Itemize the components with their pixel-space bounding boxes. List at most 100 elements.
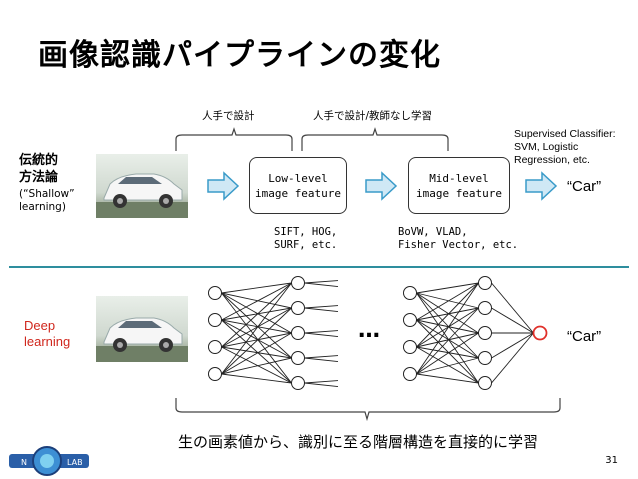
network-connection [221, 307, 292, 348]
network-connection [304, 280, 339, 284]
deep-caption: 生の画素値から、識別に至る階層構造を直接的に学習 [178, 433, 539, 451]
network-connection [221, 332, 292, 375]
network-connection [221, 282, 292, 348]
traditional-label-line1: 伝統的 [19, 153, 59, 168]
network-connection [221, 346, 292, 359]
traditional-label-sub2: learning) [19, 201, 66, 213]
network-connection [416, 307, 479, 348]
network-node [291, 276, 305, 290]
network-connection [491, 332, 534, 359]
arrow-2 [365, 171, 398, 201]
network-connection [416, 292, 479, 334]
network-connection [416, 292, 479, 359]
network-connection [304, 307, 339, 313]
network-connection [221, 346, 292, 384]
mid-level-box-line2: image feature [415, 186, 503, 200]
network-connection [491, 307, 534, 334]
low-level-feature-box: Low-level image feature [249, 157, 347, 214]
network-node [208, 340, 222, 354]
network-connection [221, 282, 292, 321]
network-node [291, 301, 305, 315]
network-connection [416, 319, 479, 384]
network-connection [304, 330, 339, 334]
brace-left-label: 人手で設計 [202, 110, 255, 122]
network-connection [221, 332, 292, 348]
network-connection [221, 282, 292, 294]
mid-level-box-line1: Mid-level [429, 171, 489, 185]
low-level-examples-line1: SIFT, HOG, [274, 226, 338, 238]
network-connection [416, 282, 479, 321]
network-node [291, 376, 305, 390]
network-connection [416, 292, 479, 309]
page-number: 31 [605, 455, 618, 466]
network-connection [221, 292, 292, 309]
network-connection [416, 282, 479, 375]
network-connection [221, 373, 292, 384]
slide-title: 画像認識パイプラインの変化 [38, 38, 441, 73]
mid-level-examples: BoVW, VLAD, Fisher Vector, etc. [398, 226, 518, 252]
low-level-examples-line2: SURF, etc. [274, 239, 338, 251]
traditional-label: 伝統的 方法論 (“Shallow” learning) [19, 152, 75, 214]
network-connection [416, 319, 479, 359]
network-connection [416, 307, 479, 375]
car-photo-bottom [96, 296, 188, 362]
car-icon [96, 173, 188, 218]
network-connection [221, 292, 292, 334]
network-connection [221, 319, 292, 334]
network-connection [304, 357, 339, 363]
network-connection [304, 282, 339, 288]
arrow-3 [525, 171, 558, 201]
network-connection [491, 282, 534, 334]
network-node [291, 351, 305, 365]
arrow-1 [207, 171, 240, 201]
network-connection [416, 292, 479, 384]
brace-right-label: 人手で設計/教師なし学習 [313, 110, 433, 122]
network-node [403, 313, 417, 327]
network-ellipsis: … [358, 318, 380, 343]
network-connection [221, 282, 292, 375]
classifier-line1: Supervised Classifier: [514, 128, 616, 140]
section-divider [9, 266, 629, 268]
network-connection [221, 307, 292, 375]
classifier-line3: Regression, etc. [514, 154, 590, 166]
network-connection [221, 357, 292, 375]
network-connection [221, 319, 292, 384]
logo-text-right: LAB [67, 458, 83, 467]
network-node [478, 376, 492, 390]
classifier-line2: SVM, Logistic [514, 141, 579, 153]
network-connection [304, 380, 339, 384]
lab-logo: N LAB [9, 446, 89, 476]
brace-bottom [175, 398, 561, 422]
network-connection [304, 332, 339, 338]
network-node [403, 340, 417, 354]
network-connection [221, 292, 292, 384]
network-connection [416, 282, 479, 294]
mid-level-feature-box: Mid-level image feature [408, 157, 510, 214]
classifier-text: Supervised Classifier: SVM, Logistic Reg… [514, 128, 616, 167]
network-node [403, 286, 417, 300]
car-icon [96, 317, 188, 362]
network-connection [416, 332, 479, 348]
network-node [208, 313, 222, 327]
brace-right [301, 127, 449, 151]
car-photo-top [96, 154, 188, 218]
network-connection [304, 382, 339, 388]
network-connection [416, 282, 479, 348]
network-connection [416, 346, 479, 384]
brace-left [175, 127, 293, 151]
network-node [208, 367, 222, 381]
low-level-box-line1: Low-level [268, 171, 328, 185]
network-connection [304, 355, 339, 359]
low-level-box-line2: image feature [254, 186, 342, 200]
low-level-examples: SIFT, HOG, SURF, etc. [274, 226, 337, 252]
network-connection [221, 292, 292, 359]
network-node [478, 326, 492, 340]
network-connection [416, 332, 479, 375]
network-connection [416, 307, 479, 321]
traditional-output: “Car” [567, 178, 602, 195]
network-node [478, 351, 492, 365]
logo-text-left: N [21, 458, 27, 467]
deep-learning-label: Deep learning [24, 318, 70, 350]
network-connection [416, 373, 479, 384]
mid-level-examples-line2: Fisher Vector, etc. [398, 239, 519, 251]
